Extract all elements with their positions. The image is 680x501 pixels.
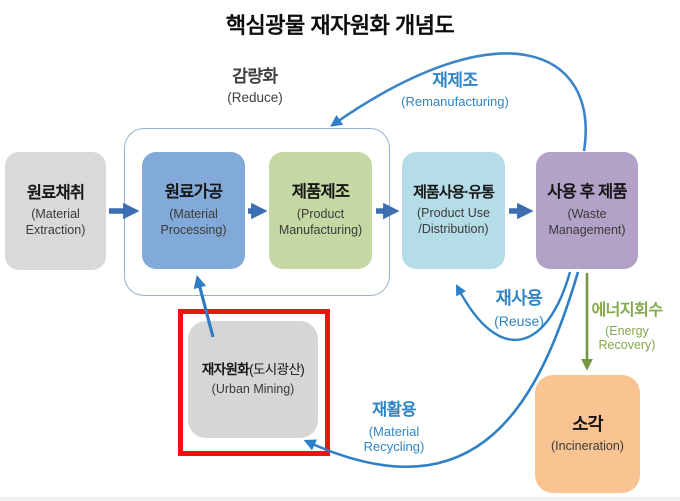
label-energy-recovery-en: (Energy Recovery) [598,324,656,352]
box-product-manufacturing-label-en: (Product Manufacturing) [278,206,363,237]
box-material-processing-label-en: (Material Processing) [160,206,227,237]
diagram-title: 핵심광물 재자원화 개념도 [225,13,455,38]
box-material-processing: 원료가공 (Material Processing) [142,152,245,269]
label-remanufacturing: 재제조 (Remanufacturing) [392,66,518,109]
label-remanufacturing-en: (Remanufacturing) [401,94,509,109]
label-material-recycling-en: (Material Recycling) [363,424,425,454]
box-urban-mining: 재자원화(도시광산) (Urban Mining) [188,321,318,438]
box-product-use-label-ko: 제품사용·유통 [413,183,495,201]
label-energy-recovery: 에너지회수 (Energy Recovery) [575,296,679,352]
box-material-extraction-label-ko: 원료채취 [26,183,85,202]
box-material-extraction-label-en: (Material Extraction) [25,207,86,238]
box-incineration-label-en: (Incineration) [551,439,624,454]
label-material-recycling: 재활용 (Material Recycling) [338,396,450,454]
label-reduce-ko: 감량화 [232,67,278,86]
urban-mining-label-sub: (도시광산) [249,361,305,377]
urban-mining-label-main: 재자원화 [201,361,250,377]
box-material-extraction: 원료채취 (Material Extraction) [5,152,106,270]
box-incineration: 소각 (Incineration) [535,375,640,493]
box-product-manufacturing-label-ko: 제품제조 [291,183,350,202]
label-reuse-ko: 재사용 [495,288,543,308]
box-incineration-label-ko: 소각 [572,413,603,434]
box-waste-management-label-en: (Waste Management) [548,206,626,237]
box-urban-mining-label-en: (Urban Mining) [211,382,295,397]
box-material-processing-label-ko: 원료가공 [164,183,223,202]
box-waste-management: 사용 후 제품 (Waste Management) [536,152,638,269]
box-waste-management-label-ko: 사용 후 제품 [547,183,627,202]
label-reuse-en: (Reuse) [494,313,544,329]
box-product-manufacturing: 제품제조 (Product Manufacturing) [269,152,372,269]
box-product-use-label-en: (Product Use /Distribution) [417,206,490,237]
box-urban-mining-label-ko: 재자원화(도시광산) [201,361,305,378]
box-product-use-distribution: 제품사용·유통 (Product Use /Distribution) [402,152,505,269]
label-reuse: 재사용 (Reuse) [478,285,560,329]
label-reduce-en: (Reduce) [227,90,283,105]
label-material-recycling-ko: 재활용 [371,401,417,419]
label-remanufacturing-ko: 재제조 [432,71,478,90]
label-energy-recovery-ko: 에너지회수 [591,302,663,319]
label-reduce: 감량화 (Reduce) [203,62,307,105]
bottom-edge-line [0,497,680,501]
